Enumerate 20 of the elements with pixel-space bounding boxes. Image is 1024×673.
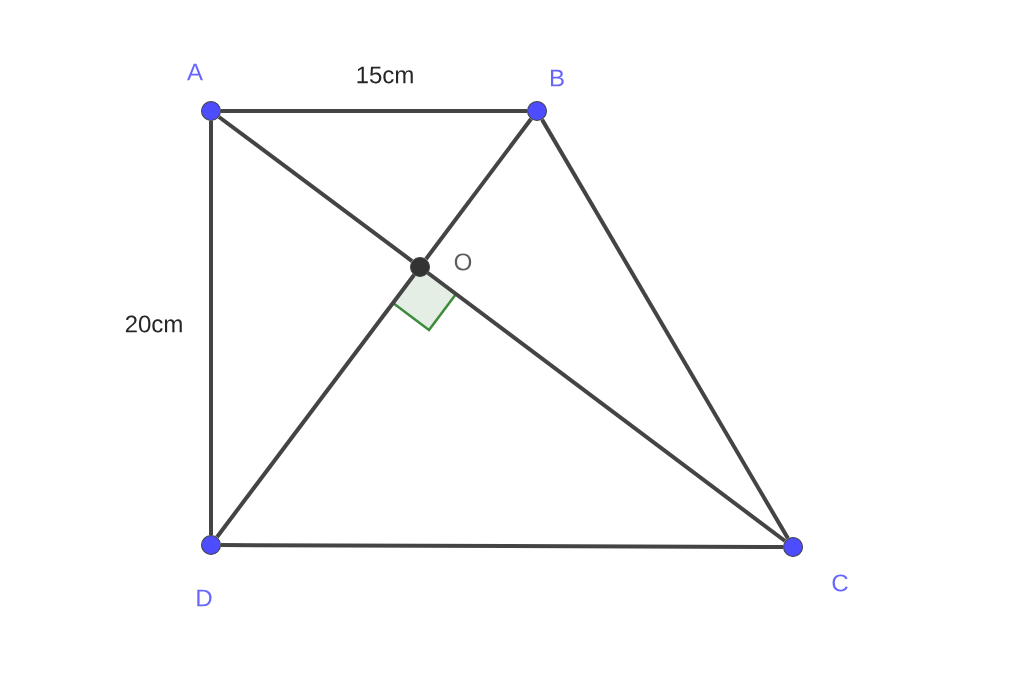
point-label: A	[187, 63, 203, 81]
segment	[221, 109, 527, 113]
segment	[209, 121, 213, 535]
point-label: O	[454, 253, 472, 271]
segment	[221, 543, 783, 549]
length-label: 15cm	[357, 66, 413, 84]
point	[410, 257, 430, 277]
segment	[540, 118, 790, 540]
point-label: B	[551, 69, 564, 87]
segment	[424, 117, 533, 261]
point	[527, 101, 547, 121]
point-label: C	[832, 574, 848, 592]
segment	[426, 271, 787, 543]
segment	[215, 273, 416, 539]
point-label: D	[197, 589, 212, 607]
segment	[217, 115, 414, 263]
point	[201, 101, 221, 121]
length-label: 20cm	[125, 315, 182, 333]
point	[783, 537, 803, 557]
point	[201, 535, 221, 555]
